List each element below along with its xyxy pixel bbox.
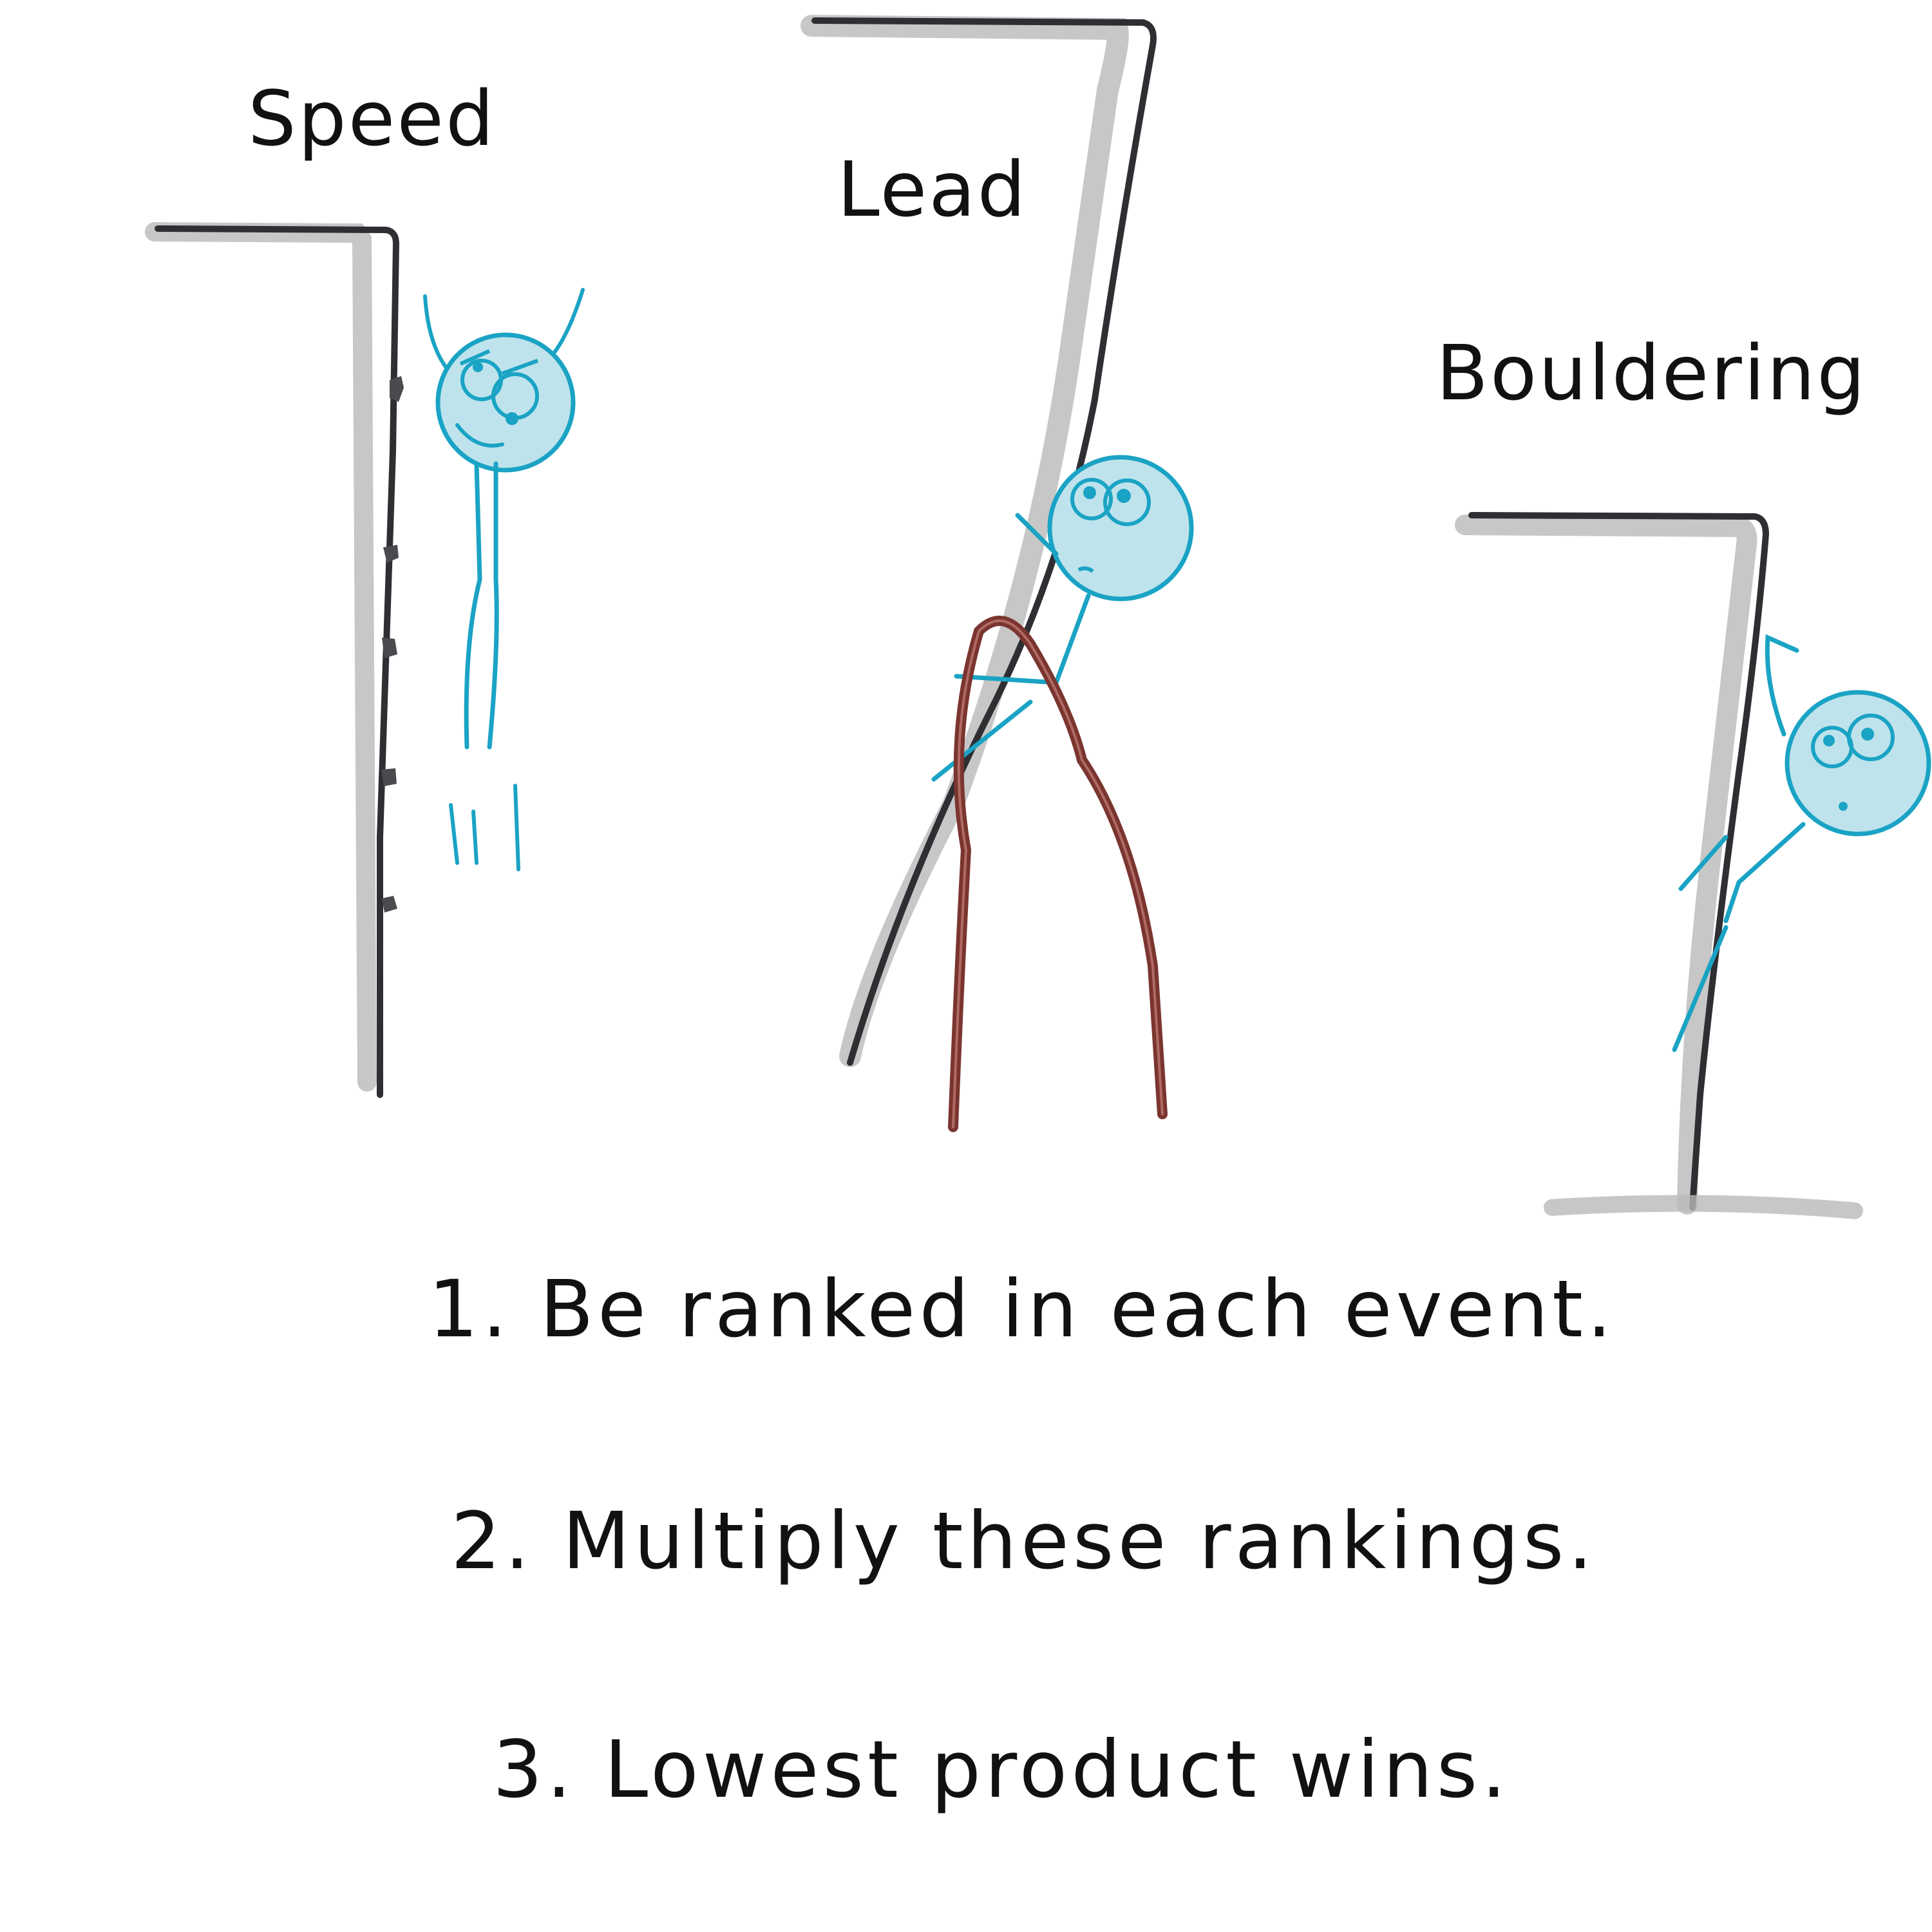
- bouldering-wall: [1455, 512, 1863, 1219]
- speed-wall: [145, 222, 404, 1098]
- rule-item: 2. Multiply these rankings.: [451, 1495, 1596, 1587]
- bouldering-panel: Bouldering: [1436, 328, 1931, 1219]
- lead-climber: [931, 455, 1194, 782]
- speed-label: Speed: [248, 74, 496, 163]
- speed-panel: Speed: [145, 74, 585, 1098]
- bouldering-label: Bouldering: [1436, 328, 1867, 417]
- rule-item: 1. Be ranked in each event.: [428, 1264, 1616, 1355]
- lead-rope: [948, 616, 1168, 1132]
- rule-item: 3. Lowest product wins.: [493, 1724, 1510, 1815]
- speed-climber: [423, 288, 585, 871]
- lead-label: Lead: [837, 145, 1027, 234]
- rules-list: 1. Be ranked in each event. 2. Multiply …: [428, 1264, 1616, 1815]
- bouldering-climber: [1672, 634, 1931, 1052]
- lead-panel: Lead: [800, 15, 1194, 1132]
